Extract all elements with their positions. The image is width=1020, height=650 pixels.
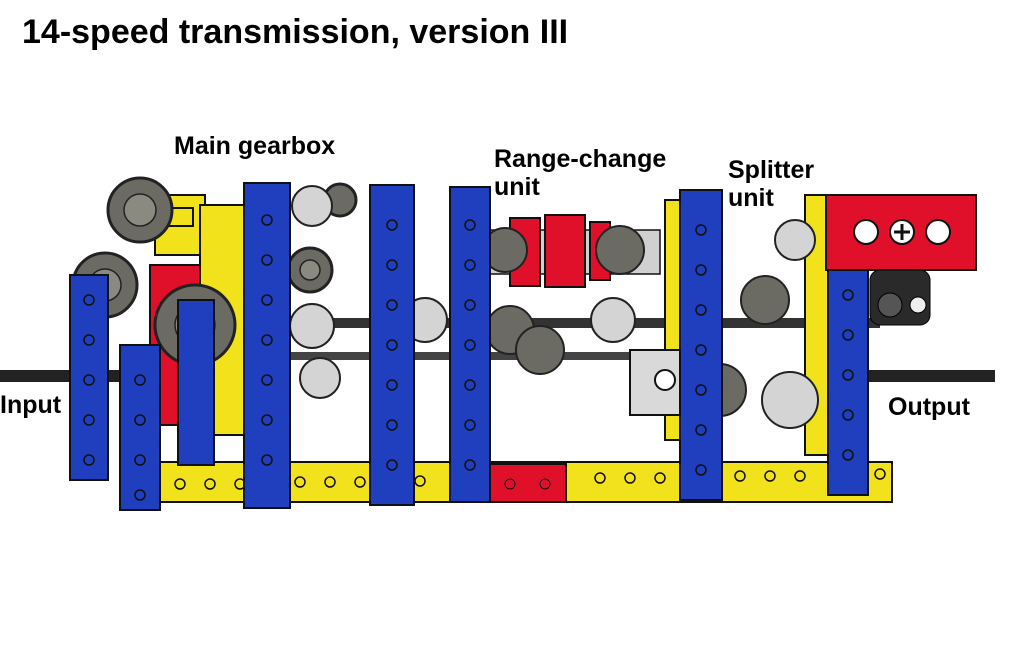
diagram-title: 14-speed transmission, version III — [22, 13, 569, 51]
beam-holes — [83, 214, 854, 501]
black-connector — [869, 269, 931, 326]
output-shaft — [860, 370, 995, 382]
label-output: Output — [888, 393, 970, 421]
red-beam-top-right — [825, 194, 977, 271]
blue-beams — [69, 182, 869, 511]
label-splitter-unit: Splitter unit — [728, 156, 815, 212]
label-input: Input — [0, 391, 62, 419]
base-block-red — [487, 463, 567, 503]
label-main-gearbox: Main gearbox — [174, 132, 336, 160]
range-change-gears — [482, 214, 790, 417]
label-range-change-unit: Range-change unit — [494, 145, 667, 201]
